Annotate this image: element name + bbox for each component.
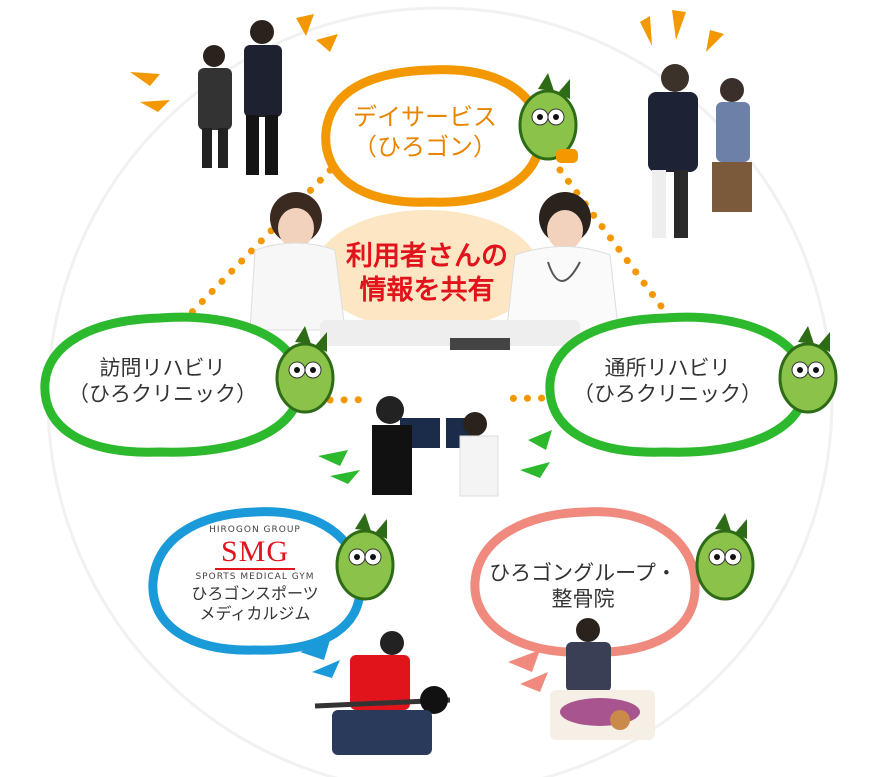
clipboard	[450, 338, 510, 350]
tsusho-rehab-line1: 通所リハビリ	[604, 356, 731, 380]
center-line1: 利用者さんの	[346, 241, 508, 272]
accent-burst-blue-icon	[300, 640, 340, 678]
gym-logo: SMG	[214, 536, 296, 571]
accent-burst-salmon-icon	[508, 650, 548, 692]
consultation-photo	[368, 395, 506, 500]
dragon-mascot-icon	[695, 513, 755, 601]
gym-label: HIROGON GROUP SMG SPORTS MEDICAL GYM ひろゴ…	[170, 525, 340, 624]
standing-assist-photo	[648, 64, 752, 238]
tsusho-rehab-label: 通所リハビリ （ひろクリニック）	[560, 355, 775, 408]
accent-burst-icon	[130, 10, 724, 112]
dragon-mascot-icon	[275, 326, 335, 414]
treatment-photo	[550, 618, 655, 740]
seikotsu-label: ひろゴングループ・ 整骨院	[478, 560, 688, 613]
seikotsu-line1: ひろゴングループ・	[489, 561, 677, 585]
dayservice-label: デイサービス （ひろゴン）	[330, 102, 520, 162]
gym-name-line1: ひろゴンスポーツ	[191, 583, 319, 603]
gym-training-photo	[314, 631, 451, 755]
dragon-mascot-icon	[335, 513, 395, 601]
center-blob	[315, 210, 539, 330]
dragon-mascot-icon	[518, 73, 578, 163]
gym-group-text: HIROGON GROUP	[209, 525, 301, 535]
accent-burst-green-icon	[318, 430, 552, 484]
center-label: 利用者さんの 情報を共有	[322, 240, 532, 308]
walking-support-photo	[198, 20, 282, 175]
center-line2: 情報を共有	[359, 274, 495, 306]
dayservice-line2: （ひろゴン）	[353, 133, 497, 161]
visit-rehab-line1: 訪問リハビリ	[99, 356, 226, 380]
seikotsu-line2: 整骨院	[551, 587, 615, 612]
tsusho-rehab-line2: （ひろクリニック）	[573, 382, 762, 407]
desk	[320, 320, 580, 346]
gym-name-line2: メディカルジム	[199, 603, 311, 623]
visit-rehab-line2: （ひろクリニック）	[68, 382, 257, 407]
visit-rehab-circle	[40, 312, 305, 457]
nurse-left-photo	[249, 192, 346, 331]
gym-sub-text: SPORTS MEDICAL GYM	[195, 572, 315, 583]
dragon-mascot-icon	[778, 326, 838, 414]
dayservice-line1: デイサービス	[353, 103, 497, 131]
visit-rehab-label: 訪問リハビリ （ひろクリニック）	[55, 355, 270, 408]
tsusho-rehab-circle	[545, 312, 810, 457]
